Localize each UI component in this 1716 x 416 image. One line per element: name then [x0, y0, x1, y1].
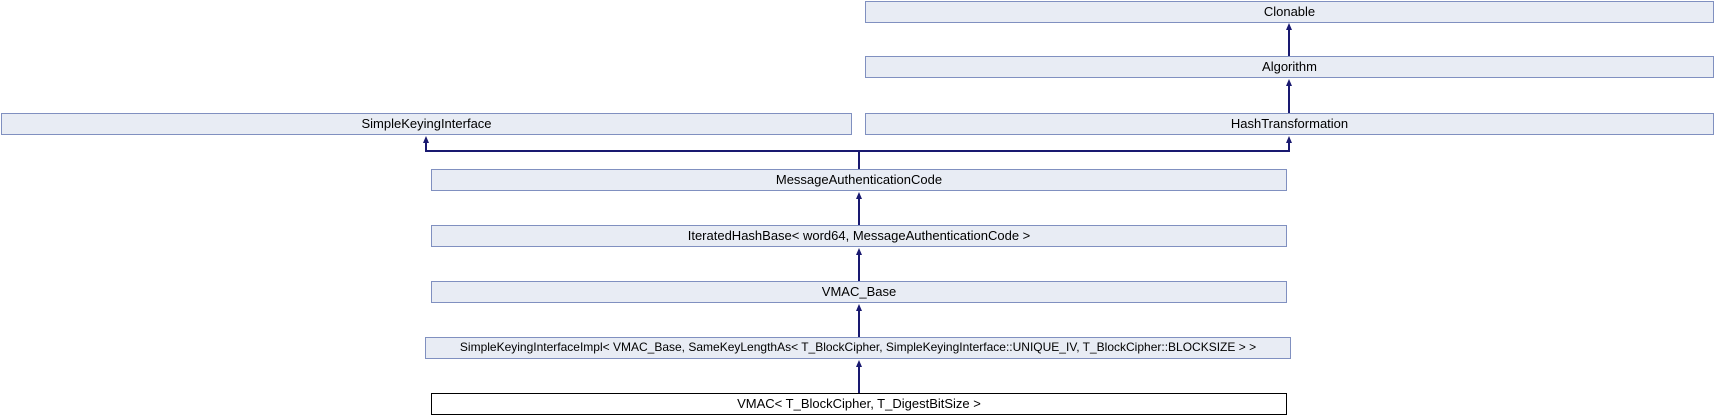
edge-line	[425, 150, 1290, 152]
inheritance-arrowhead-icon	[855, 304, 862, 311]
inheritance-arrowhead-icon	[1285, 23, 1292, 30]
edge-line	[1288, 85, 1290, 113]
class-node-simple-keying-interface[interactable]: SimpleKeyingInterface	[1, 113, 852, 135]
class-node-iterated-hash-base[interactable]: IteratedHashBase< word64, MessageAuthent…	[431, 225, 1287, 247]
edge-line	[425, 142, 427, 151]
edge-line	[1288, 29, 1290, 56]
class-node-vmac-current: VMAC< T_BlockCipher, T_DigestBitSize >	[431, 393, 1287, 415]
edge-line	[858, 254, 860, 281]
inheritance-arrowhead-icon	[855, 248, 862, 255]
class-node-algorithm[interactable]: Algorithm	[865, 56, 1714, 78]
inheritance-arrowhead-icon	[855, 192, 862, 199]
edge-line	[858, 310, 860, 337]
inheritance-arrowhead-icon	[1285, 79, 1292, 86]
inheritance-arrowhead-icon	[855, 360, 862, 367]
class-node-simple-keying-interface-impl[interactable]: SimpleKeyingInterfaceImpl< VMAC_Base, Sa…	[425, 337, 1291, 359]
edge-line	[858, 198, 860, 225]
edge-line	[858, 366, 860, 393]
class-node-clonable[interactable]: Clonable	[865, 1, 1714, 23]
inheritance-arrowhead-icon	[422, 136, 429, 143]
class-node-vmac-base[interactable]: VMAC_Base	[431, 281, 1287, 303]
inheritance-arrowhead-icon	[1285, 136, 1292, 143]
edge-line	[858, 150, 860, 169]
edge-line	[1288, 142, 1290, 151]
class-node-hash-transformation[interactable]: HashTransformation	[865, 113, 1714, 135]
class-node-message-authentication-code[interactable]: MessageAuthenticationCode	[431, 169, 1287, 191]
